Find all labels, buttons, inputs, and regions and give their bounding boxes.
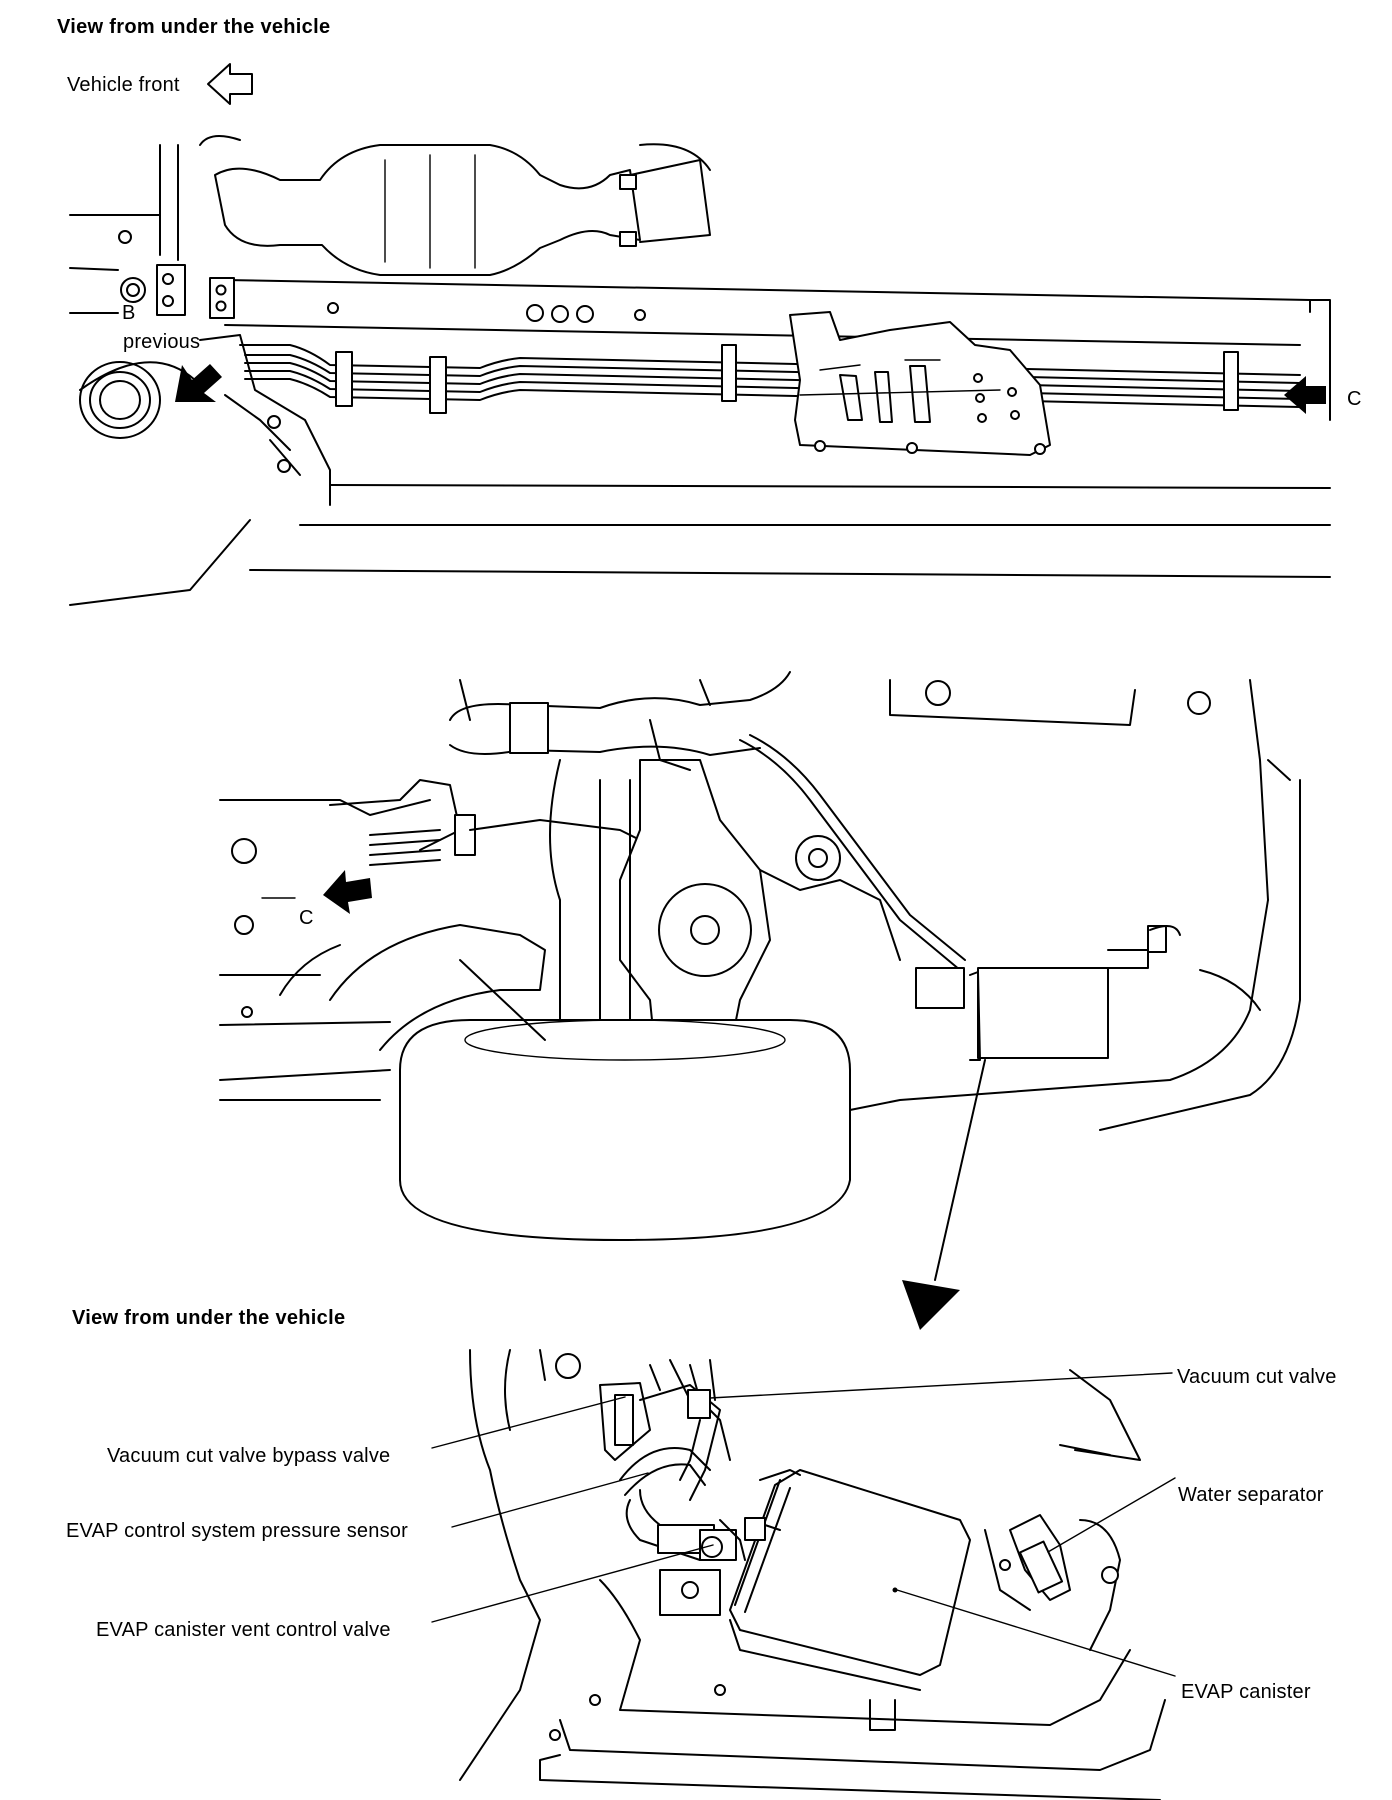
bottom-view-heading: View from under the vehicle <box>72 1307 346 1329</box>
callout-evap-vent-control-valve: EVAP canister vent control valve <box>96 1619 391 1641</box>
callout-evap-canister: EVAP canister <box>1181 1681 1311 1703</box>
callout-water-separator: Water separator <box>1178 1484 1324 1506</box>
callout-evap-pressure-sensor: EVAP control system pressure sensor <box>66 1520 408 1542</box>
bottom-evap-detail-view <box>431 1349 1176 1800</box>
marker-c-top-label: C <box>1347 388 1362 410</box>
solid-arrow-icon <box>1284 376 1326 414</box>
solid-arrow-icon <box>323 870 372 914</box>
middle-rear-axle-view <box>219 671 1301 1330</box>
top-underbody-view <box>69 63 1331 606</box>
marker-c-middle-label: C <box>299 907 314 929</box>
top-view-heading: View from under the vehicle <box>57 16 331 38</box>
callout-vacuum-cut-valve-bypass-valve: Vacuum cut valve bypass valve <box>107 1445 391 1467</box>
vehicle-front-label: Vehicle front <box>67 74 180 96</box>
solid-arrow-icon <box>175 364 222 402</box>
marker-b-note: previous <box>123 331 201 353</box>
outline-arrow-left-icon <box>207 63 253 105</box>
marker-b-label: B <box>122 302 136 324</box>
callout-vacuum-cut-valve: Vacuum cut valve <box>1177 1366 1337 1388</box>
